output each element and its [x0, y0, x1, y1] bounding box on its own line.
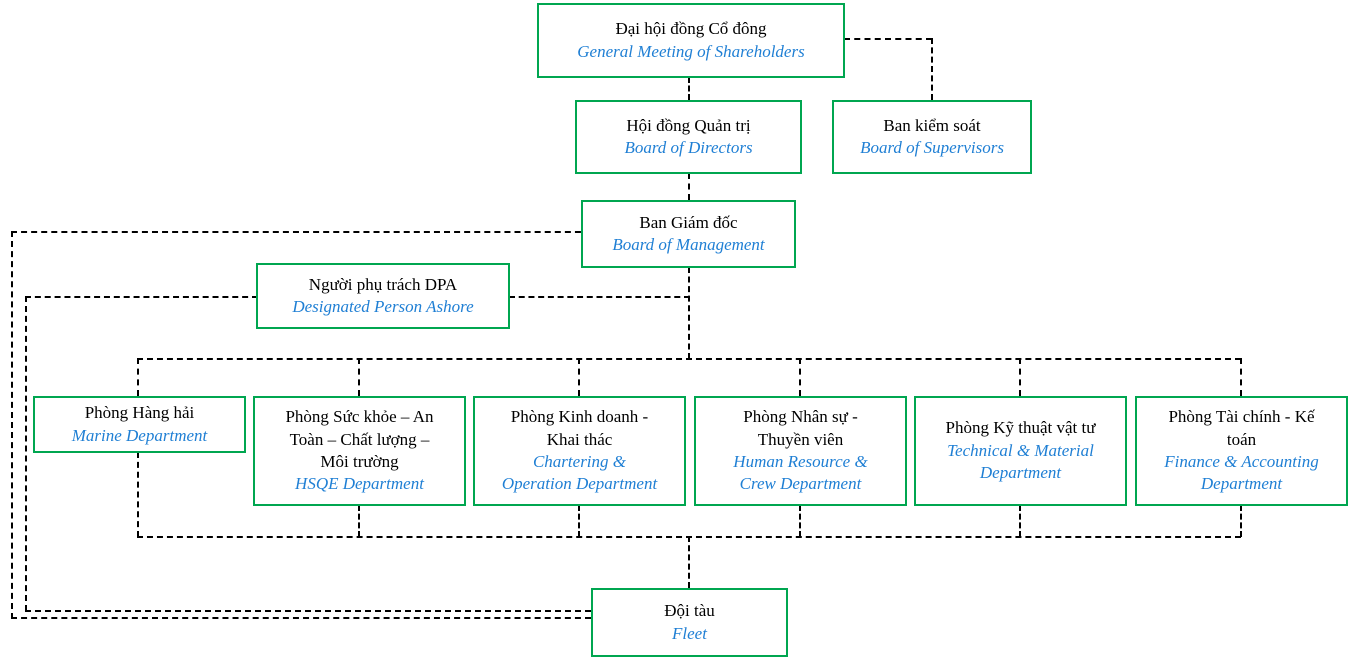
node-board-of-management[interactable]: Ban Giám đốc Board of Management [581, 200, 796, 268]
node-dpa-english: Designated Person Ashore [292, 297, 474, 316]
node-board-of-supervisors-english: Board of Supervisors [860, 138, 1004, 157]
node-board-of-supervisors[interactable]: Ban kiểm soát Board of Supervisors [832, 100, 1032, 174]
connector-dpa-right-horizontal [509, 296, 690, 298]
node-shareholders-english: General Meeting of Shareholders [577, 41, 805, 61]
node-board-of-directors[interactable]: Hội đồng Quản trị Board of Directors [575, 100, 802, 174]
connector-outer-bottom-to-fleet [11, 617, 591, 619]
node-dpa-vietnamese: Người phụ trách DPA [308, 274, 458, 294]
connector-drop-hr-crew [799, 358, 801, 396]
connector-rise-chartering [578, 505, 580, 537]
connector-drop-hsqe [358, 358, 360, 396]
connector-inner-left-spine [25, 296, 27, 611]
node-marine-vietnamese: Phòng Hàng hải [84, 403, 195, 423]
node-general-meeting-of-shareholders[interactable]: Đại hội đồng Cổ đông General Meeting of … [537, 3, 845, 78]
connector-shareholders-to-supervisors-vertical [931, 38, 933, 100]
node-designated-person-ashore[interactable]: Người phụ trách DPA Designated Person As… [256, 263, 510, 329]
connector-rise-marine [137, 452, 139, 537]
connector-management-outer-left-top [11, 231, 591, 233]
node-human-resource-crew-department[interactable]: Phòng Nhân sự - Thuyền viên Human Resour… [694, 396, 907, 506]
connector-department-bus [137, 358, 1241, 360]
node-technical-material-department[interactable]: Phòng Kỹ thuật vật tư Technical & Materi… [914, 396, 1127, 506]
node-hsqe-department[interactable]: Phòng Sức khỏe – An Toàn – Chất lượng – … [253, 396, 466, 506]
node-board-of-management-vietnamese: Ban Giám đốc [639, 212, 738, 232]
node-board-of-management-english: Board of Management [612, 235, 765, 254]
node-hsqe-vietnamese: Phòng Sức khỏe – An Toàn – Chất lượng – … [285, 407, 434, 471]
connector-drop-chartering [578, 358, 580, 396]
node-shareholders-vietnamese: Đại hội đồng Cổ đông [615, 19, 767, 39]
connector-shareholders-to-directors [688, 77, 690, 100]
node-finance-accounting-department[interactable]: Phòng Tài chính - Kế toán Finance & Acco… [1135, 396, 1348, 506]
connector-rise-technical [1019, 505, 1021, 537]
node-board-of-directors-english: Board of Directors [624, 138, 753, 157]
connector-shareholders-to-supervisors-horizontal [844, 38, 932, 40]
node-hr-crew-vietnamese: Phòng Nhân sự - Thuyền viên [743, 407, 858, 449]
connector-rise-finance [1240, 505, 1242, 537]
connector-drop-technical [1019, 358, 1021, 396]
connector-inner-bottom-to-fleet [25, 610, 591, 612]
node-hr-crew-english: Human Resource & Crew Department [733, 452, 868, 494]
node-marine-english: Marine Department [71, 425, 208, 445]
node-fleet-vietnamese: Đội tàu [664, 601, 715, 621]
connector-dpa-left-horizontal [25, 296, 258, 298]
connector-outer-left-spine [11, 231, 13, 619]
node-fleet[interactable]: Đội tàu Fleet [591, 588, 788, 657]
connector-bus-to-fleet [688, 536, 690, 588]
node-hsqe-english: HSQE Department [295, 474, 424, 494]
connector-directors-to-management [688, 173, 690, 200]
node-finance-english: Finance & Accounting Department [1164, 452, 1319, 494]
connector-drop-marine [137, 358, 139, 396]
connector-management-to-department-bus [688, 267, 690, 359]
node-chartering-english: Chartering & Operation Department [501, 452, 658, 494]
node-board-of-directors-vietnamese: Hội đồng Quản trị [626, 115, 751, 135]
connector-rise-hsqe [358, 505, 360, 537]
node-board-of-supervisors-vietnamese: Ban kiểm soát [883, 115, 981, 135]
node-finance-vietnamese: Phòng Tài chính - Kế toán [1168, 407, 1315, 449]
node-chartering-vietnamese: Phòng Kinh doanh - Khai thác [510, 407, 649, 449]
node-technical-english: Technical & Material Department [947, 440, 1094, 483]
node-fleet-english: Fleet [672, 623, 707, 643]
connector-drop-finance [1240, 358, 1242, 396]
connector-rise-hr-crew [799, 505, 801, 537]
node-chartering-operation-department[interactable]: Phòng Kinh doanh - Khai thác Chartering … [473, 396, 686, 506]
node-marine-department[interactable]: Phòng Hàng hải Marine Department [33, 396, 246, 453]
node-technical-vietnamese: Phòng Kỹ thuật vật tư [945, 418, 1096, 438]
